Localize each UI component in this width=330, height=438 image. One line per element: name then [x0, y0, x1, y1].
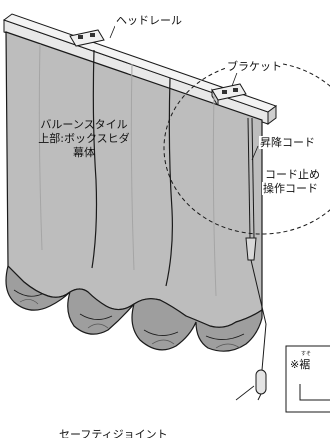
safety-joint	[255, 369, 267, 401]
balloon-hem	[5, 264, 263, 352]
label-safety-joint-partial: セーフティジョイント	[58, 428, 169, 438]
label-curtain-fabric: 幕体	[73, 146, 95, 159]
detail-circle	[163, 61, 330, 235]
label-hem-ruby: すそ	[301, 351, 312, 357]
label-lift-cord: 昇降コード	[259, 136, 316, 149]
label-cord-stop: コード止め	[264, 168, 321, 181]
cord-stop	[245, 237, 257, 261]
label-bracket: ブラケット	[226, 60, 283, 73]
label-head-rail: ヘッドレール	[115, 14, 183, 27]
label-curtain-style: バルーンスタイル	[40, 118, 128, 131]
label-operating-cord: 操作コード	[262, 182, 319, 195]
hem-inset-box	[285, 345, 330, 413]
leader-lift-cord	[251, 145, 259, 161]
bracket-left	[69, 29, 105, 47]
curtain-body	[5, 31, 263, 328]
leader-head-rail	[109, 25, 116, 39]
operating-cord	[250, 259, 267, 371]
leader-safety-joint	[235, 385, 255, 401]
label-hem-note: ※裾	[290, 358, 311, 371]
lift-cord	[247, 117, 255, 239]
label-curtain-top: 上部:ボックスヒダ	[38, 132, 130, 145]
